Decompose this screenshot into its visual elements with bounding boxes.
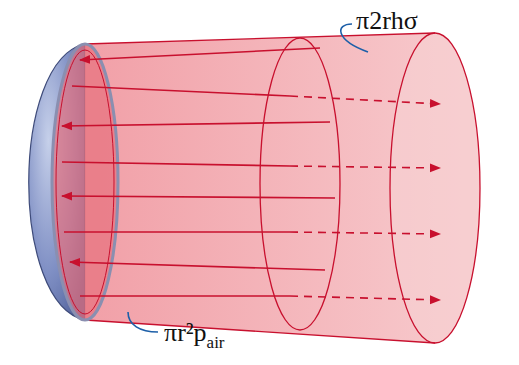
force-label-group: πr²pair xyxy=(164,320,225,346)
force-label: πr²p xyxy=(164,318,207,347)
force-label: π2rhσ xyxy=(356,8,418,34)
subscript-label: air xyxy=(207,333,225,352)
